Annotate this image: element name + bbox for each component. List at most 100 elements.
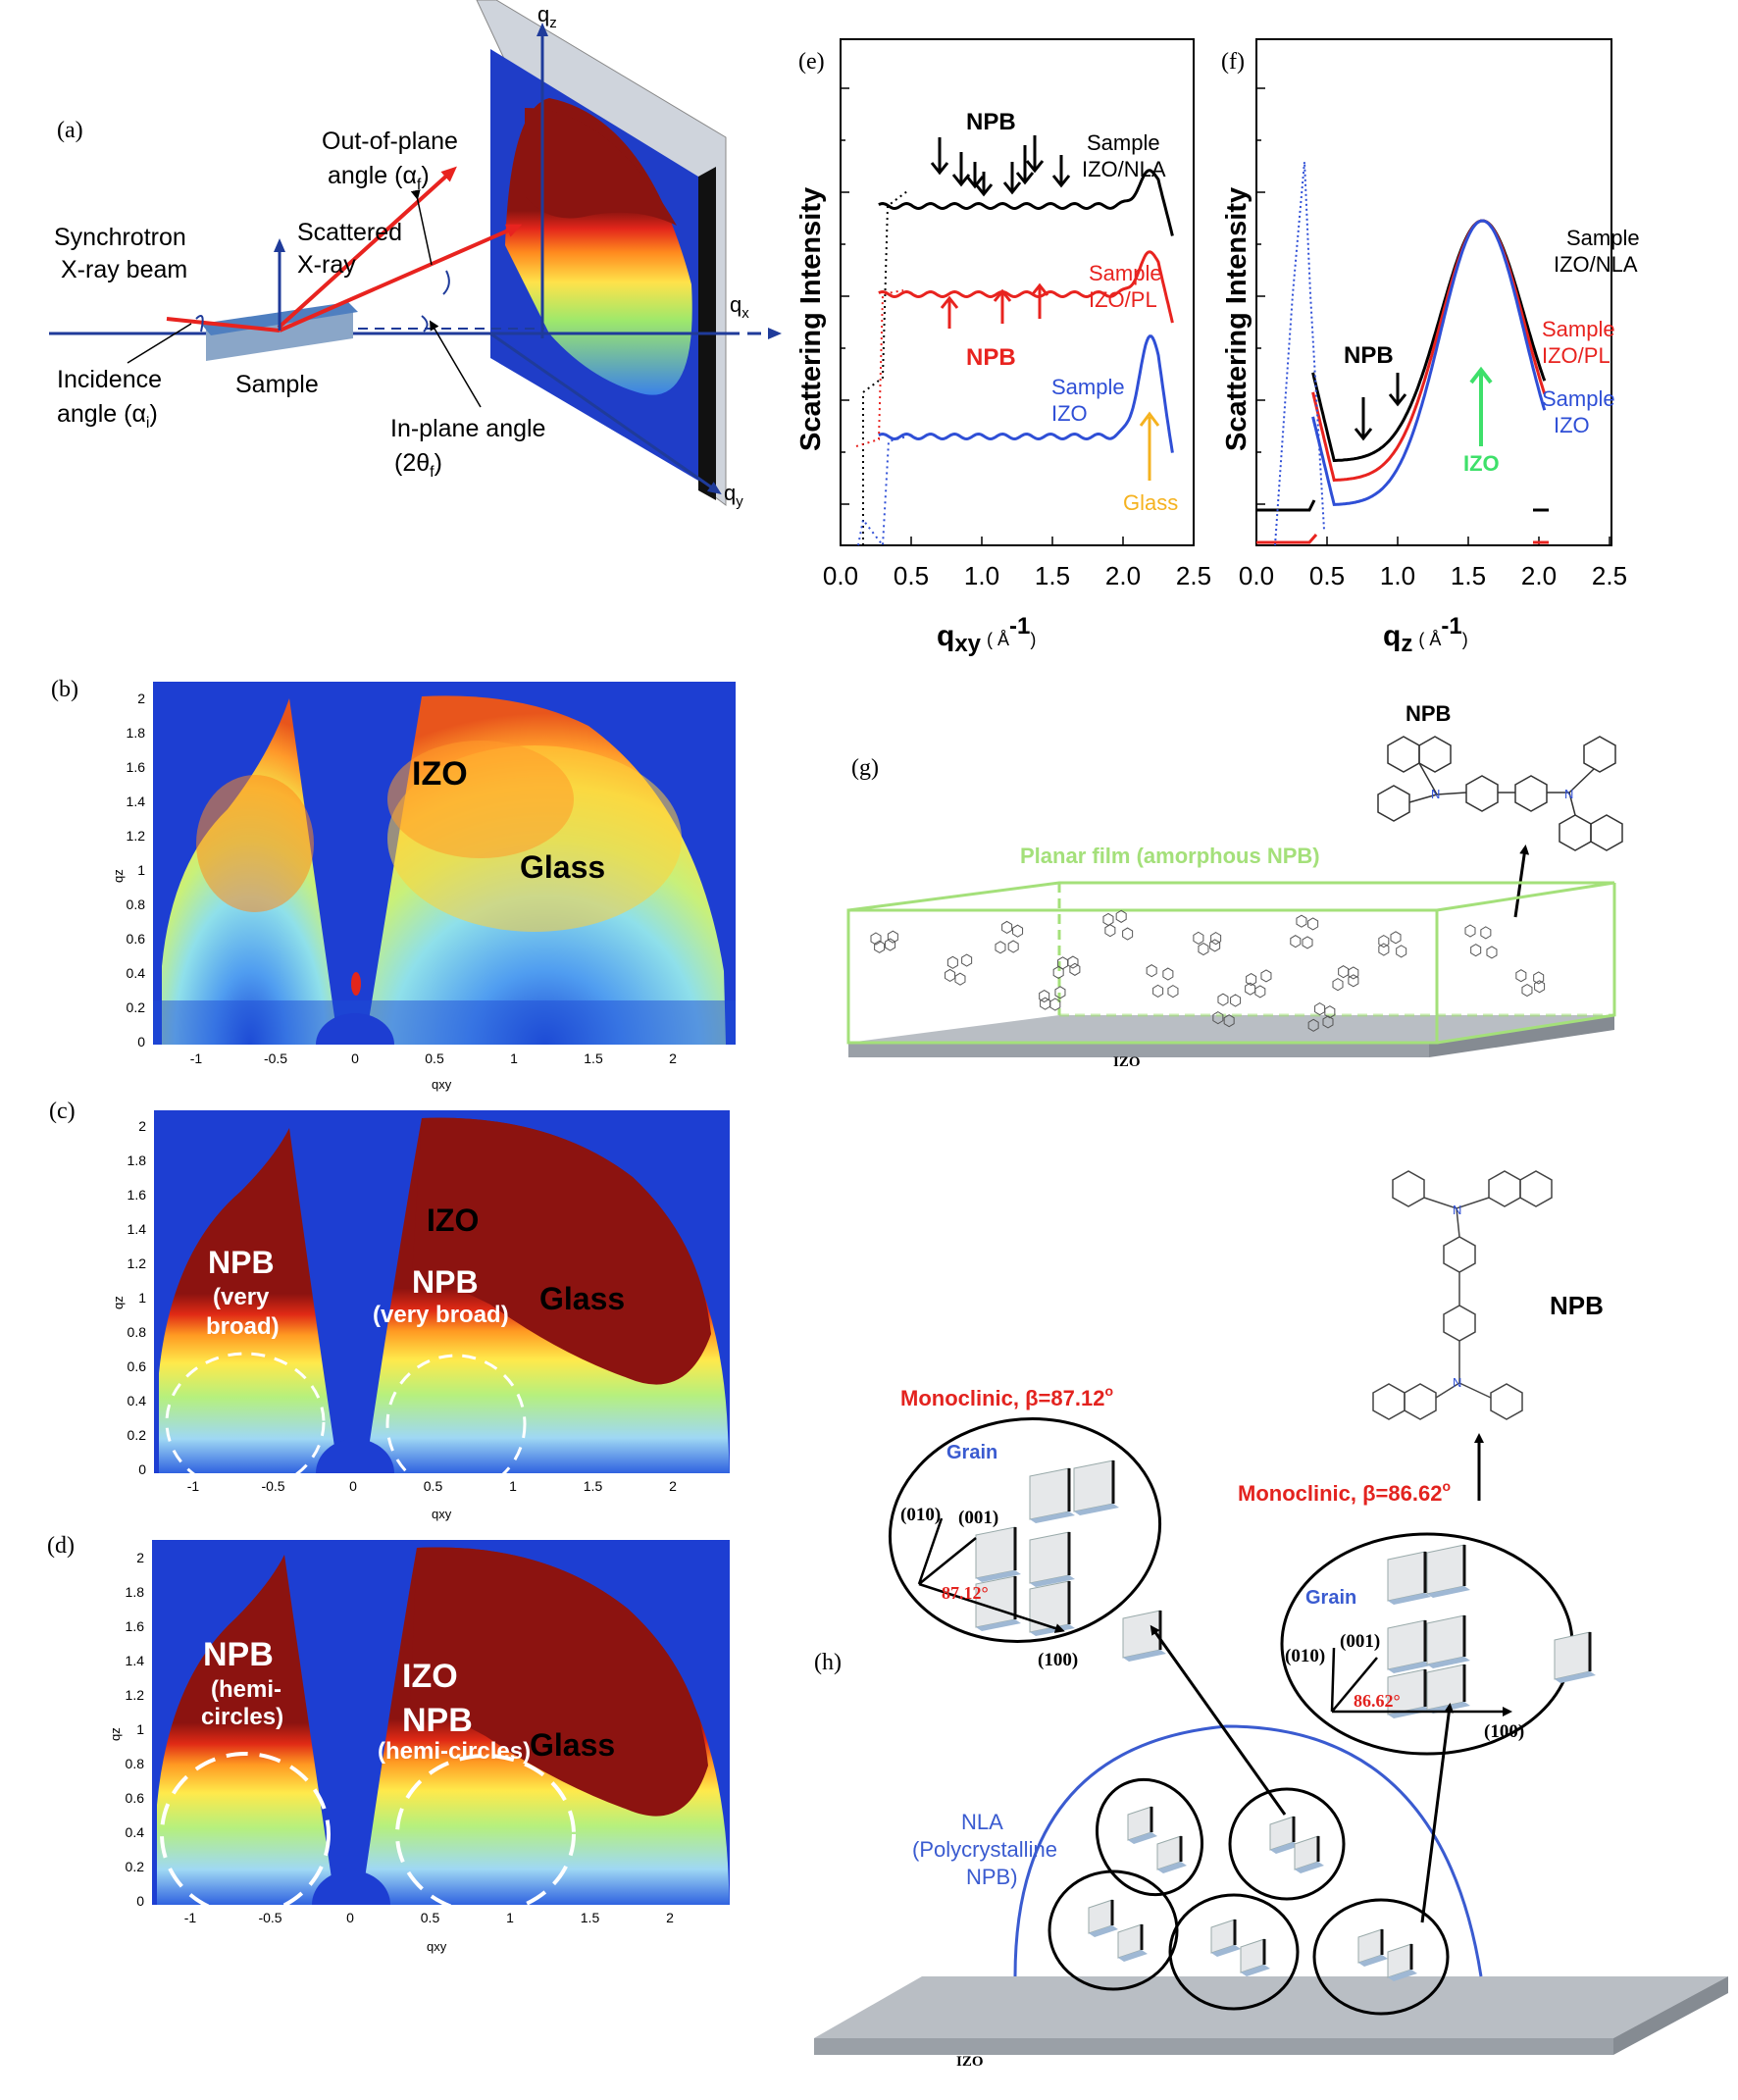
molecule-ring: [1223, 1014, 1235, 1028]
crystal-block-edge: [1427, 1586, 1470, 1598]
molecule-ring: [1378, 935, 1390, 948]
svg-text:qz: qz: [111, 1296, 126, 1309]
molecule-ring: [1001, 920, 1013, 934]
y-tick-label: 0.6: [126, 1790, 145, 1806]
svg-text:Monoclinic, β=87.12o: Monoclinic, β=87.12o: [900, 1383, 1113, 1410]
crystal-block: [1029, 1467, 1070, 1520]
molecule-ring: [1290, 935, 1302, 948]
y-tick-label: 1.4: [127, 794, 146, 809]
x-tick-label: 1.0: [1380, 561, 1415, 590]
y-tick-label: 1: [137, 862, 145, 878]
svg-text:IZO: IZO: [427, 1203, 479, 1238]
x-tick-label: 1.5: [584, 1050, 603, 1066]
molecule-ring: [995, 941, 1006, 954]
molecule-ring: [1307, 917, 1319, 931]
x-tick-label: 1: [509, 1478, 517, 1494]
molecule-ring: [1167, 985, 1179, 999]
x-tick-label: -1: [184, 1910, 197, 1925]
panel-e-frame: [840, 38, 1195, 546]
molecule-ring: [1521, 984, 1533, 998]
y-tick-label: 1.2: [128, 1255, 147, 1271]
y-tick-label: 1.8: [126, 1584, 145, 1600]
molecule-ring: [1115, 909, 1127, 923]
molecule-ring: [1260, 969, 1272, 983]
series-izo-pl-edge: [855, 289, 904, 447]
y-tick-label: 0.6: [128, 1358, 147, 1374]
crystal-block-edge: [1295, 1862, 1324, 1873]
f-series-izo: [1311, 219, 1547, 506]
y-tick-label: 2: [137, 691, 145, 706]
svg-text:Grain: Grain: [946, 1442, 997, 1463]
crystal-block: [1426, 1614, 1465, 1665]
x-tick-label: -0.5: [258, 1910, 281, 1925]
crystal-block-edge: [1030, 1575, 1075, 1587]
svg-text:(g): (g): [851, 755, 879, 781]
svg-text:(c): (c): [49, 1099, 76, 1124]
svg-text:Grain: Grain: [1305, 1587, 1356, 1609]
molecule-ring: [1246, 972, 1257, 987]
panel-e-npb-arrows-black: [930, 135, 1071, 197]
molecule-ring: [874, 940, 886, 953]
nla-dome: [1013, 1724, 1483, 1977]
x-tick-label: 2.5: [1592, 561, 1627, 590]
molecule-ring: [1338, 965, 1350, 979]
crystal-block-edge: [976, 1619, 1021, 1631]
svg-text:Glass: Glass: [530, 1727, 615, 1763]
y-tick-label: 0: [138, 1461, 146, 1477]
panel-b-izo-label: IZO: [412, 755, 468, 793]
panel-a-label: (a): [57, 118, 83, 143]
y-tick-label: 1: [138, 1290, 146, 1306]
nla-grains: [1048, 1777, 1450, 2016]
crystal-block-edge: [1388, 1662, 1431, 1673]
crystal-block-edge: [1123, 1650, 1166, 1662]
svg-text:qz: qz: [111, 869, 126, 883]
molecule-ring: [1348, 974, 1359, 988]
svg-text:(100): (100): [1038, 1650, 1078, 1670]
molecule-ring: [1104, 924, 1116, 938]
svg-text:(e): (e): [798, 49, 825, 75]
svg-text:N: N: [1431, 787, 1440, 801]
svg-text:(b): (b): [51, 677, 78, 702]
svg-text:NPB(hemi-circles): NPB(hemi-circles): [378, 1702, 531, 1765]
panel-e-glass-arrow: [1139, 411, 1160, 481]
molecule-ring: [1198, 942, 1209, 956]
f-specular-peak: [1274, 161, 1325, 546]
incident-beam: [166, 317, 281, 333]
y-tick-label: 1.6: [128, 1187, 147, 1203]
y-tick-label: 0.4: [126, 1824, 145, 1840]
x-tick-label: 0.5: [425, 1050, 444, 1066]
molecule-ring: [961, 953, 973, 967]
molecule-ring: [1533, 971, 1545, 985]
crystal-block: [1426, 1664, 1465, 1711]
molecule-ring: [1067, 955, 1079, 969]
crystal-block: [1426, 1544, 1465, 1595]
molecule-ring: [1212, 1011, 1224, 1025]
series-izo-nla-edge: [862, 190, 908, 545]
y-tick-label: 1: [136, 1721, 144, 1737]
svg-text:NPB: NPB: [1406, 701, 1451, 726]
crystal-blocks-right: [1387, 1544, 1596, 1718]
svg-text:NPB: NPB: [1344, 342, 1394, 369]
y-tick-label: 2: [136, 1550, 144, 1565]
svg-text:(d): (d): [47, 1533, 75, 1559]
sample-wafer: [206, 309, 353, 361]
crystal-block: [1029, 1531, 1070, 1584]
svg-text:NPB: NPB: [966, 109, 1016, 135]
crystal-block-edge: [1211, 1945, 1241, 1957]
panel-f-npb-arrows: [1354, 373, 1407, 441]
svg-text:NPB(hemi-circles): NPB(hemi-circles): [201, 1636, 283, 1730]
x-tick-label: 1.5: [1035, 561, 1070, 590]
svg-text:87.12°: 87.12°: [942, 1583, 989, 1603]
x-tick-label: -0.5: [261, 1478, 284, 1494]
y-tick-label: 0.2: [127, 999, 146, 1015]
svg-text:Monoclinic, β=86.62o: Monoclinic, β=86.62o: [1238, 1478, 1451, 1506]
